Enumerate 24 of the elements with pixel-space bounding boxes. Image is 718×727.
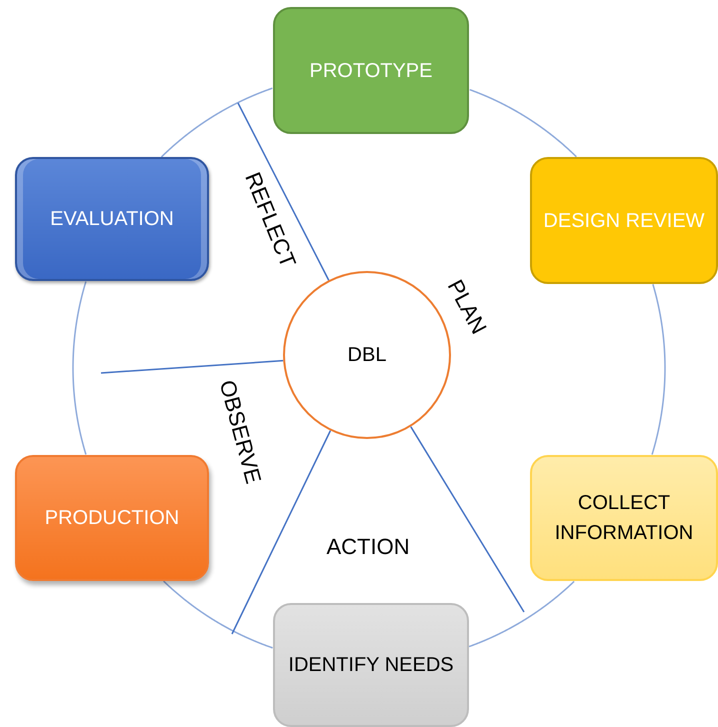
process-box [530, 157, 718, 284]
cycle-connector [160, 88, 273, 158]
cycle-connector [651, 284, 666, 455]
node-label: DESIGN REVIEW [542, 208, 706, 234]
node-label: DBL [346, 343, 388, 368]
process-box [530, 455, 718, 581]
process-box [15, 157, 209, 281]
process-box [273, 603, 469, 727]
cycle-connector [72, 281, 87, 455]
spoke-line [231, 430, 332, 634]
spoke-line [410, 426, 525, 612]
node-label: PRODUCTION [44, 506, 180, 531]
node-label: COLLECT INFORMATION [554, 491, 694, 546]
node-label: PROTOTYPE [308, 58, 434, 84]
cycle-connector [163, 580, 273, 649]
node-label: EVALUATION [49, 207, 175, 232]
sector-label: ACTION [326, 534, 410, 560]
spoke-line [237, 102, 330, 281]
cycle-connector [469, 88, 577, 158]
node-label: IDENTIFY NEEDS [287, 653, 455, 678]
process-box [15, 455, 209, 581]
cycle-connector [468, 580, 575, 648]
spoke-line [100, 360, 284, 374]
process-box [273, 7, 469, 134]
